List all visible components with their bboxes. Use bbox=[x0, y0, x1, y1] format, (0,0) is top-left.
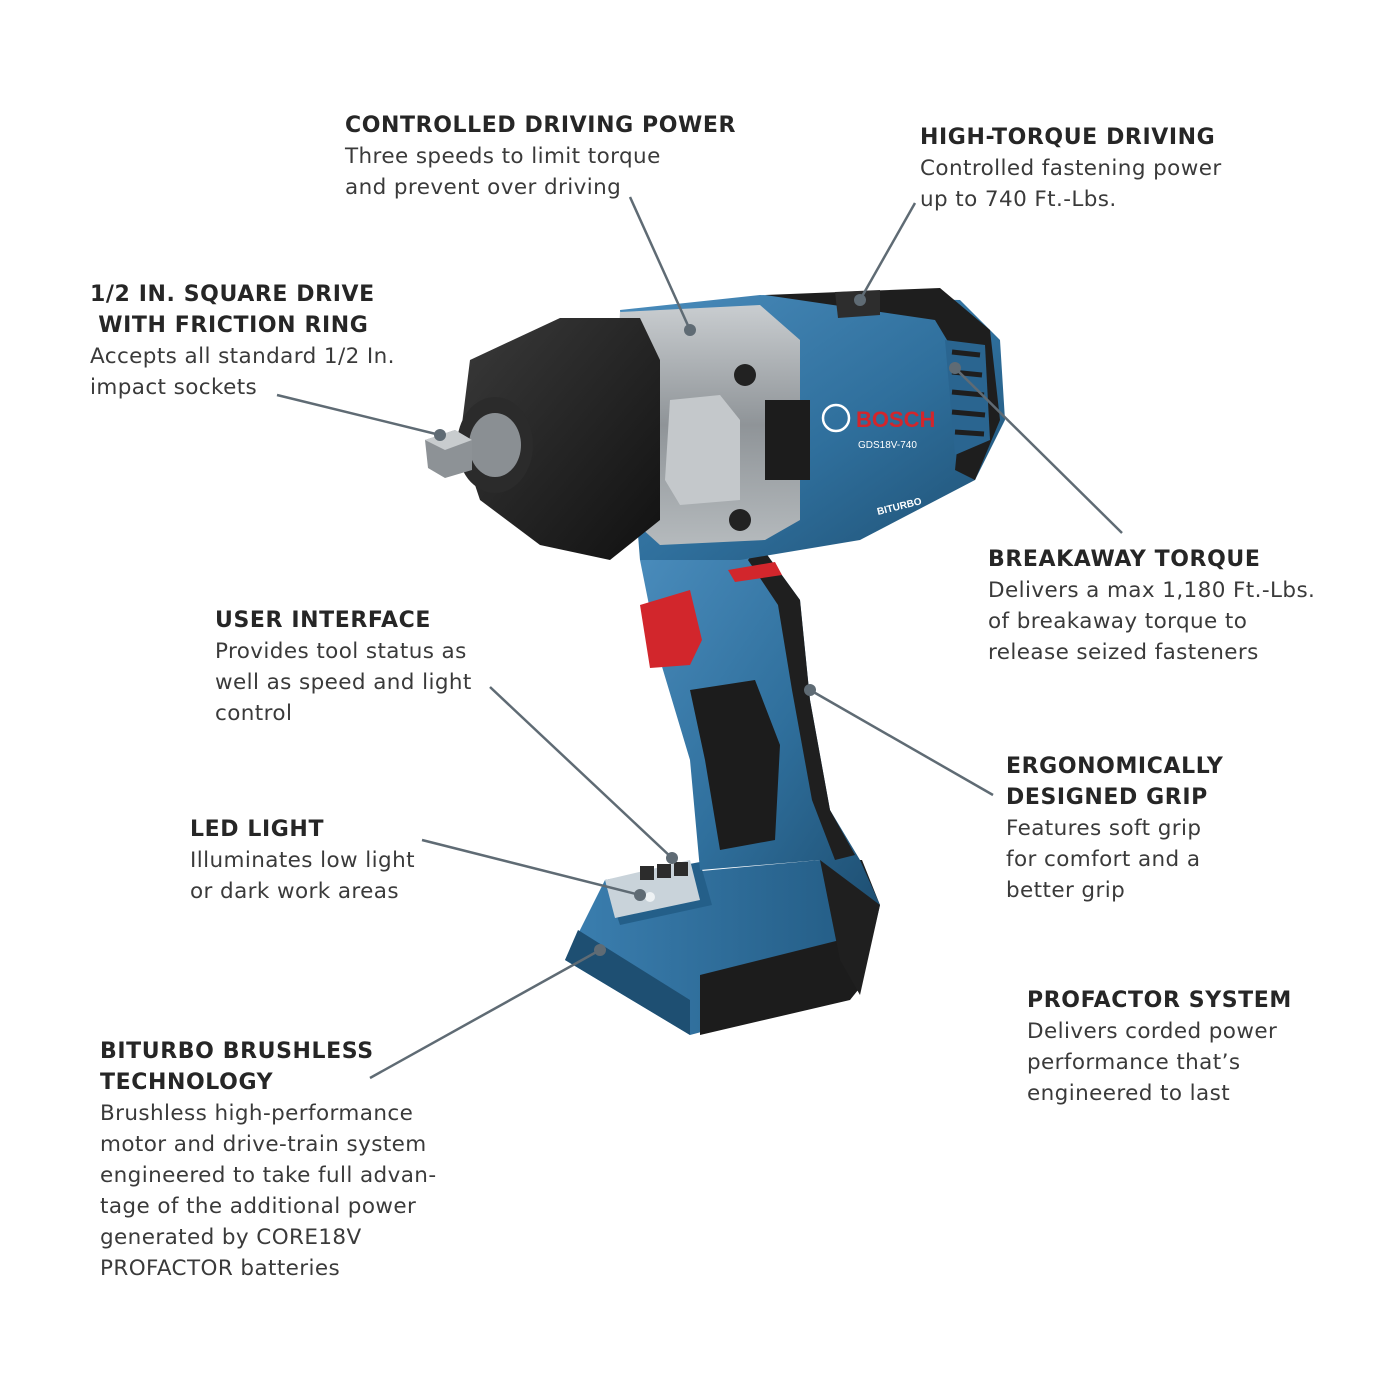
callout-title: ERGONOMICALLY DESIGNED GRIP bbox=[1006, 754, 1224, 810]
callout-title: LED LIGHT bbox=[190, 817, 325, 842]
direction-switch bbox=[765, 400, 810, 480]
callout-title: HIGH-TORQUE DRIVING bbox=[920, 125, 1216, 150]
callout-description: Delivers corded power performance that’s… bbox=[1027, 1019, 1278, 1106]
leader-led-light bbox=[421, 838, 641, 897]
callout-title: BITURBO BRUSHLESS TECHNOLOGY bbox=[100, 1039, 374, 1095]
callout-controlled-driving-power: CONTROLLED DRIVING POWER Three speeds to… bbox=[345, 110, 736, 203]
trigger bbox=[640, 562, 782, 668]
callout-description: Illuminates low light or dark work areas bbox=[190, 848, 415, 904]
square-drive bbox=[425, 430, 472, 478]
callout-high-torque-driving: HIGH-TORQUE DRIVING Controlled fastening… bbox=[920, 122, 1222, 215]
callout-led-light: LED LIGHT Illuminates low light or dark … bbox=[190, 814, 415, 907]
callout-title: USER INTERFACE bbox=[215, 608, 432, 633]
callout-description: Delivers a max 1,180 Ft.-Lbs. of breakaw… bbox=[988, 578, 1316, 665]
model-label: GDS18V-740 bbox=[858, 440, 917, 451]
leader-ergonomic-grip bbox=[809, 688, 994, 797]
callout-description: Accepts all standard 1/2 In. impact sock… bbox=[90, 344, 395, 400]
leader-user-interface bbox=[489, 686, 673, 859]
callout-description: Brushless high-performance motor and dri… bbox=[100, 1101, 437, 1281]
leader-square-drive bbox=[276, 393, 441, 437]
callout-description: Features soft grip for comfort and a bet… bbox=[1006, 816, 1202, 903]
callout-description: Provides tool status as well as speed an… bbox=[215, 639, 472, 726]
anvil-housing bbox=[457, 318, 660, 560]
callout-title: 1/2 IN. SQUARE DRIVE WITH FRICTION RING bbox=[90, 282, 375, 338]
callout-square-drive: 1/2 IN. SQUARE DRIVE WITH FRICTION RING … bbox=[90, 279, 395, 403]
callout-description: Controlled fastening power up to 740 Ft.… bbox=[920, 156, 1222, 212]
callout-title: CONTROLLED DRIVING POWER bbox=[345, 113, 737, 138]
user-interface-panel bbox=[605, 860, 700, 918]
leader-controlled-driving-power bbox=[628, 196, 692, 331]
callout-title: BREAKAWAY TORQUE bbox=[988, 547, 1261, 572]
leader-breakaway-torque bbox=[954, 367, 1123, 534]
callout-profactor-system: PROFACTOR SYSTEM Delivers corded power p… bbox=[1027, 985, 1292, 1109]
leader-dots bbox=[434, 294, 961, 956]
callout-biturbo-brushless: BITURBO BRUSHLESS TECHNOLOGY Brushless h… bbox=[100, 1036, 436, 1284]
callout-title: PROFACTOR SYSTEM bbox=[1027, 988, 1292, 1013]
callout-ergonomic-grip: ERGONOMICALLY DESIGNED GRIP Features sof… bbox=[1006, 751, 1223, 906]
brand-logo: BOSCH bbox=[856, 407, 935, 432]
leader-biturbo-brushless bbox=[369, 948, 601, 1080]
callout-description: Three speeds to limit torque and prevent… bbox=[345, 144, 661, 200]
leader-high-torque-driving bbox=[858, 202, 917, 301]
callout-breakaway-torque: BREAKAWAY TORQUE Delivers a max 1,180 Ft… bbox=[988, 544, 1315, 668]
leader-lines bbox=[276, 196, 1123, 1080]
callout-user-interface: USER INTERFACE Provides tool status as w… bbox=[215, 605, 472, 729]
